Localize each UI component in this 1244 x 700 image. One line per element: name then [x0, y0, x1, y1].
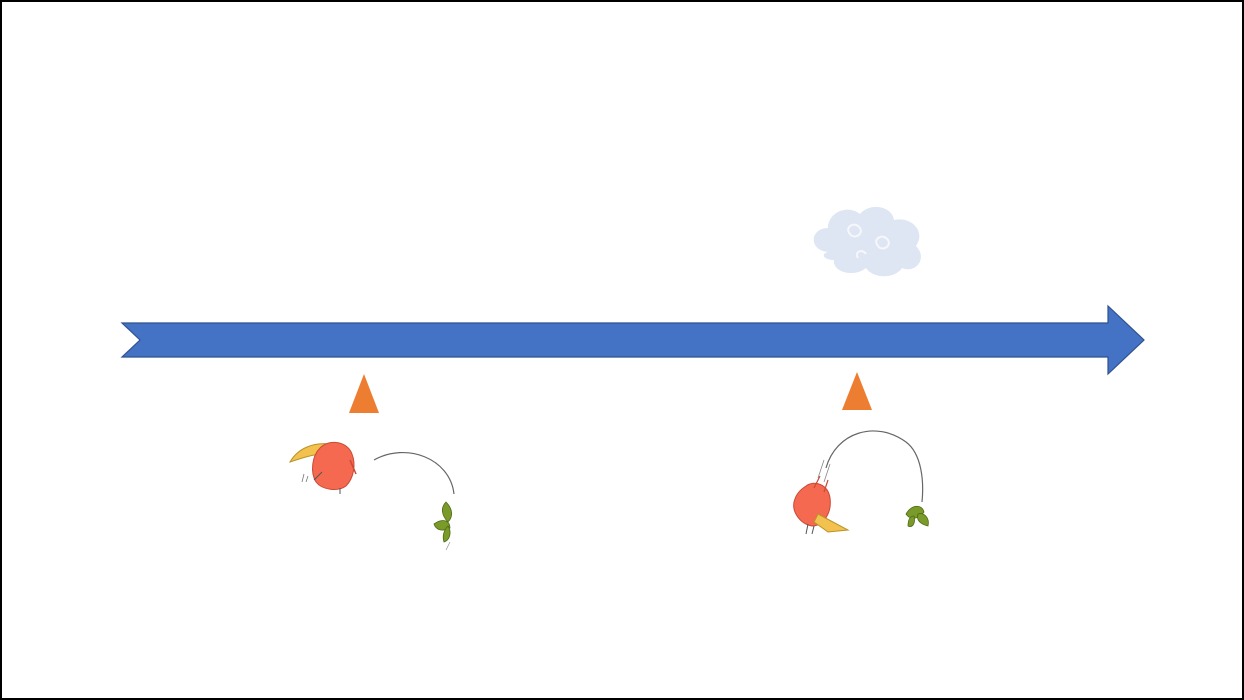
leaf-icon	[906, 506, 928, 526]
bird-landing-leaf-illustration	[794, 431, 929, 534]
bird-dropping-seed-illustration	[290, 442, 454, 550]
leaf-icon	[434, 502, 452, 542]
marker-triangle-2	[842, 372, 872, 410]
marker-triangle-1	[349, 374, 379, 413]
red-bird-icon	[290, 442, 356, 494]
cloud-icon	[814, 207, 921, 276]
red-bird-icon	[794, 476, 848, 534]
timeline-arrow	[122, 306, 1144, 374]
